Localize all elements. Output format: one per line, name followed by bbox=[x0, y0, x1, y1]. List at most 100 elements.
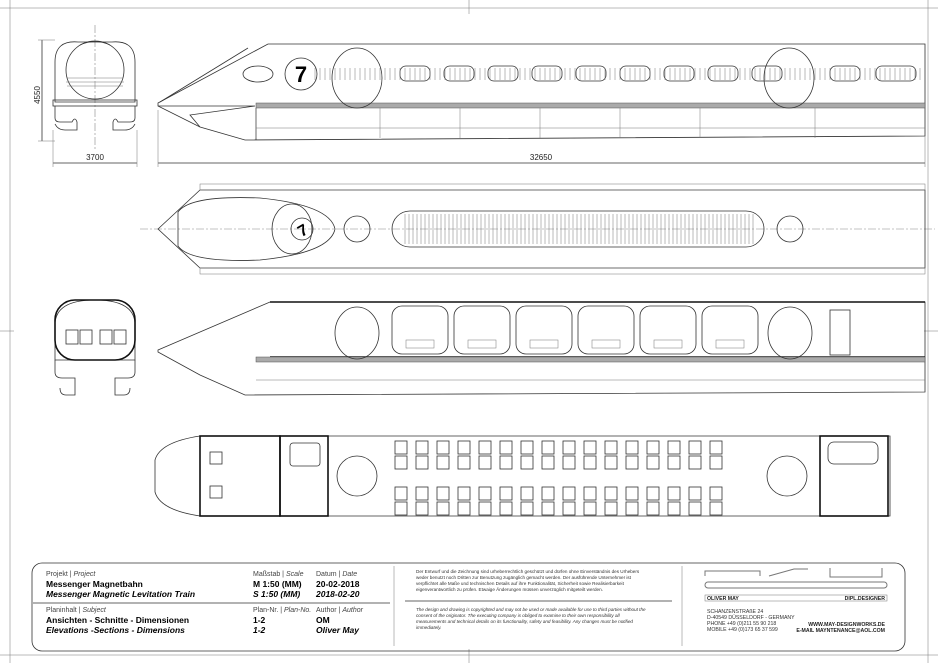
disclaimer-en-line: immediately. bbox=[416, 625, 441, 630]
seat bbox=[583, 440, 597, 455]
seat bbox=[562, 455, 576, 470]
side-window bbox=[242, 65, 274, 83]
seat bbox=[625, 440, 639, 455]
seat bbox=[562, 501, 576, 516]
svg-text:Maßstab | Scale: Maßstab | Scale bbox=[253, 571, 304, 578]
front-section bbox=[54, 299, 136, 396]
seat-bay bbox=[515, 305, 573, 355]
seat bbox=[604, 440, 618, 455]
designer-name: OLIVER MAY bbox=[707, 596, 739, 602]
seat bbox=[583, 486, 597, 501]
seat bbox=[394, 440, 408, 455]
mobile: MOBILE +49 (0)173 65 37 599 bbox=[707, 627, 778, 633]
author-label: Author bbox=[316, 607, 337, 614]
table bbox=[529, 339, 559, 349]
designer-title: DIPL.DESIGNER bbox=[845, 596, 886, 602]
seat bbox=[709, 501, 723, 516]
side-window bbox=[875, 65, 917, 82]
svg-text:Planinhalt | Subject: Planinhalt | Subject bbox=[46, 607, 107, 614]
seat bbox=[562, 440, 576, 455]
disclaimer-de-line: eigenverantwortlich zu prüfen. Etwaige Ä… bbox=[416, 586, 603, 592]
subject-value: Ansichten - Schnitte - Dimensionen bbox=[46, 615, 189, 625]
seat bbox=[499, 440, 513, 455]
seat bbox=[394, 455, 408, 470]
seat bbox=[415, 486, 429, 501]
seat-bay bbox=[701, 305, 759, 355]
seat bbox=[457, 486, 471, 501]
disclaimer-en-line: consent of the originator. The executing… bbox=[416, 613, 621, 618]
side-window bbox=[531, 65, 563, 82]
seat-bay bbox=[639, 305, 697, 355]
dimension-height: 4550 bbox=[33, 86, 42, 104]
seat bbox=[604, 501, 618, 516]
seat bbox=[541, 501, 555, 516]
subject-label-en: Subject bbox=[82, 607, 106, 614]
seat bbox=[646, 440, 660, 455]
seat bbox=[541, 440, 555, 455]
disclaimer-de-line: Der Entwurf und die Zeichnung sind urheb… bbox=[416, 569, 640, 574]
seat bbox=[499, 501, 513, 516]
seat bbox=[436, 486, 450, 501]
seat bbox=[415, 501, 429, 516]
plan-no-value-en: 1-2 bbox=[253, 625, 266, 635]
seat bbox=[583, 501, 597, 516]
seat-bay bbox=[391, 305, 449, 355]
seat bbox=[709, 486, 723, 501]
website-link[interactable]: WWW.MAY-DESIGNWORKS.DE bbox=[808, 622, 885, 628]
plan-no-value: 1-2 bbox=[253, 615, 266, 625]
seat bbox=[436, 501, 450, 516]
scale-label: Maßstab bbox=[253, 571, 280, 578]
seat bbox=[541, 486, 555, 501]
svg-text:Author | Author: Author | Author bbox=[316, 607, 364, 614]
author-value-en: Oliver May bbox=[316, 625, 360, 635]
scale-value-en: S 1:50 (MM) bbox=[253, 589, 300, 599]
side-section bbox=[157, 301, 926, 396]
author-value: OM bbox=[316, 615, 330, 625]
seat bbox=[415, 440, 429, 455]
plan-no-label-en: Plan-No. bbox=[284, 607, 311, 614]
seat bbox=[688, 486, 702, 501]
seat bbox=[646, 455, 660, 470]
project-name: Messenger Magnetbahn bbox=[46, 579, 143, 589]
seat-bay bbox=[577, 305, 635, 355]
side-window bbox=[751, 65, 783, 82]
seat bbox=[478, 455, 492, 470]
seat bbox=[520, 455, 534, 470]
svg-text:Plan-Nr. | Plan-No.: Plan-Nr. | Plan-No. bbox=[253, 607, 311, 614]
seat bbox=[667, 486, 681, 501]
title-block: Projekt | Project Messenger Magnetbahn M… bbox=[31, 562, 906, 652]
address-line: D-40549 DÜSSELDORF - GERMANY bbox=[707, 614, 795, 621]
side-window bbox=[663, 65, 695, 82]
dimension-length: 32650 bbox=[530, 153, 553, 162]
seat bbox=[478, 486, 492, 501]
project-label: Projekt bbox=[46, 571, 68, 578]
seat bbox=[457, 440, 471, 455]
table bbox=[467, 339, 497, 349]
seat bbox=[688, 455, 702, 470]
seat bbox=[709, 440, 723, 455]
side-window bbox=[707, 65, 739, 82]
seat bbox=[625, 501, 639, 516]
table bbox=[591, 339, 621, 349]
author-label-en: Author bbox=[341, 607, 363, 614]
seat bbox=[520, 440, 534, 455]
date-value: 20-02-2018 bbox=[316, 579, 360, 589]
seat bbox=[604, 486, 618, 501]
subject-value-en: Elevations -Sections - Dimensions bbox=[46, 625, 185, 635]
seat bbox=[583, 455, 597, 470]
date-label: Datum bbox=[316, 571, 337, 578]
seat bbox=[520, 501, 534, 516]
seat bbox=[562, 486, 576, 501]
seat bbox=[604, 455, 618, 470]
disclaimer-de-line: weder benutzt noch Dritten zur Benutzung… bbox=[416, 575, 632, 580]
plan-no-label: Plan-Nr. bbox=[253, 607, 278, 614]
seat bbox=[415, 455, 429, 470]
side-window bbox=[487, 65, 519, 82]
scale-value: M 1:50 (MM) bbox=[253, 579, 302, 589]
email-link[interactable]: E-MAIL MAYNTENANCE@AOL.COM bbox=[796, 628, 885, 634]
date-value-en: 2018-02-20 bbox=[315, 589, 360, 599]
seat bbox=[688, 501, 702, 516]
seat bbox=[667, 455, 681, 470]
subject-label: Planinhalt bbox=[46, 607, 77, 614]
